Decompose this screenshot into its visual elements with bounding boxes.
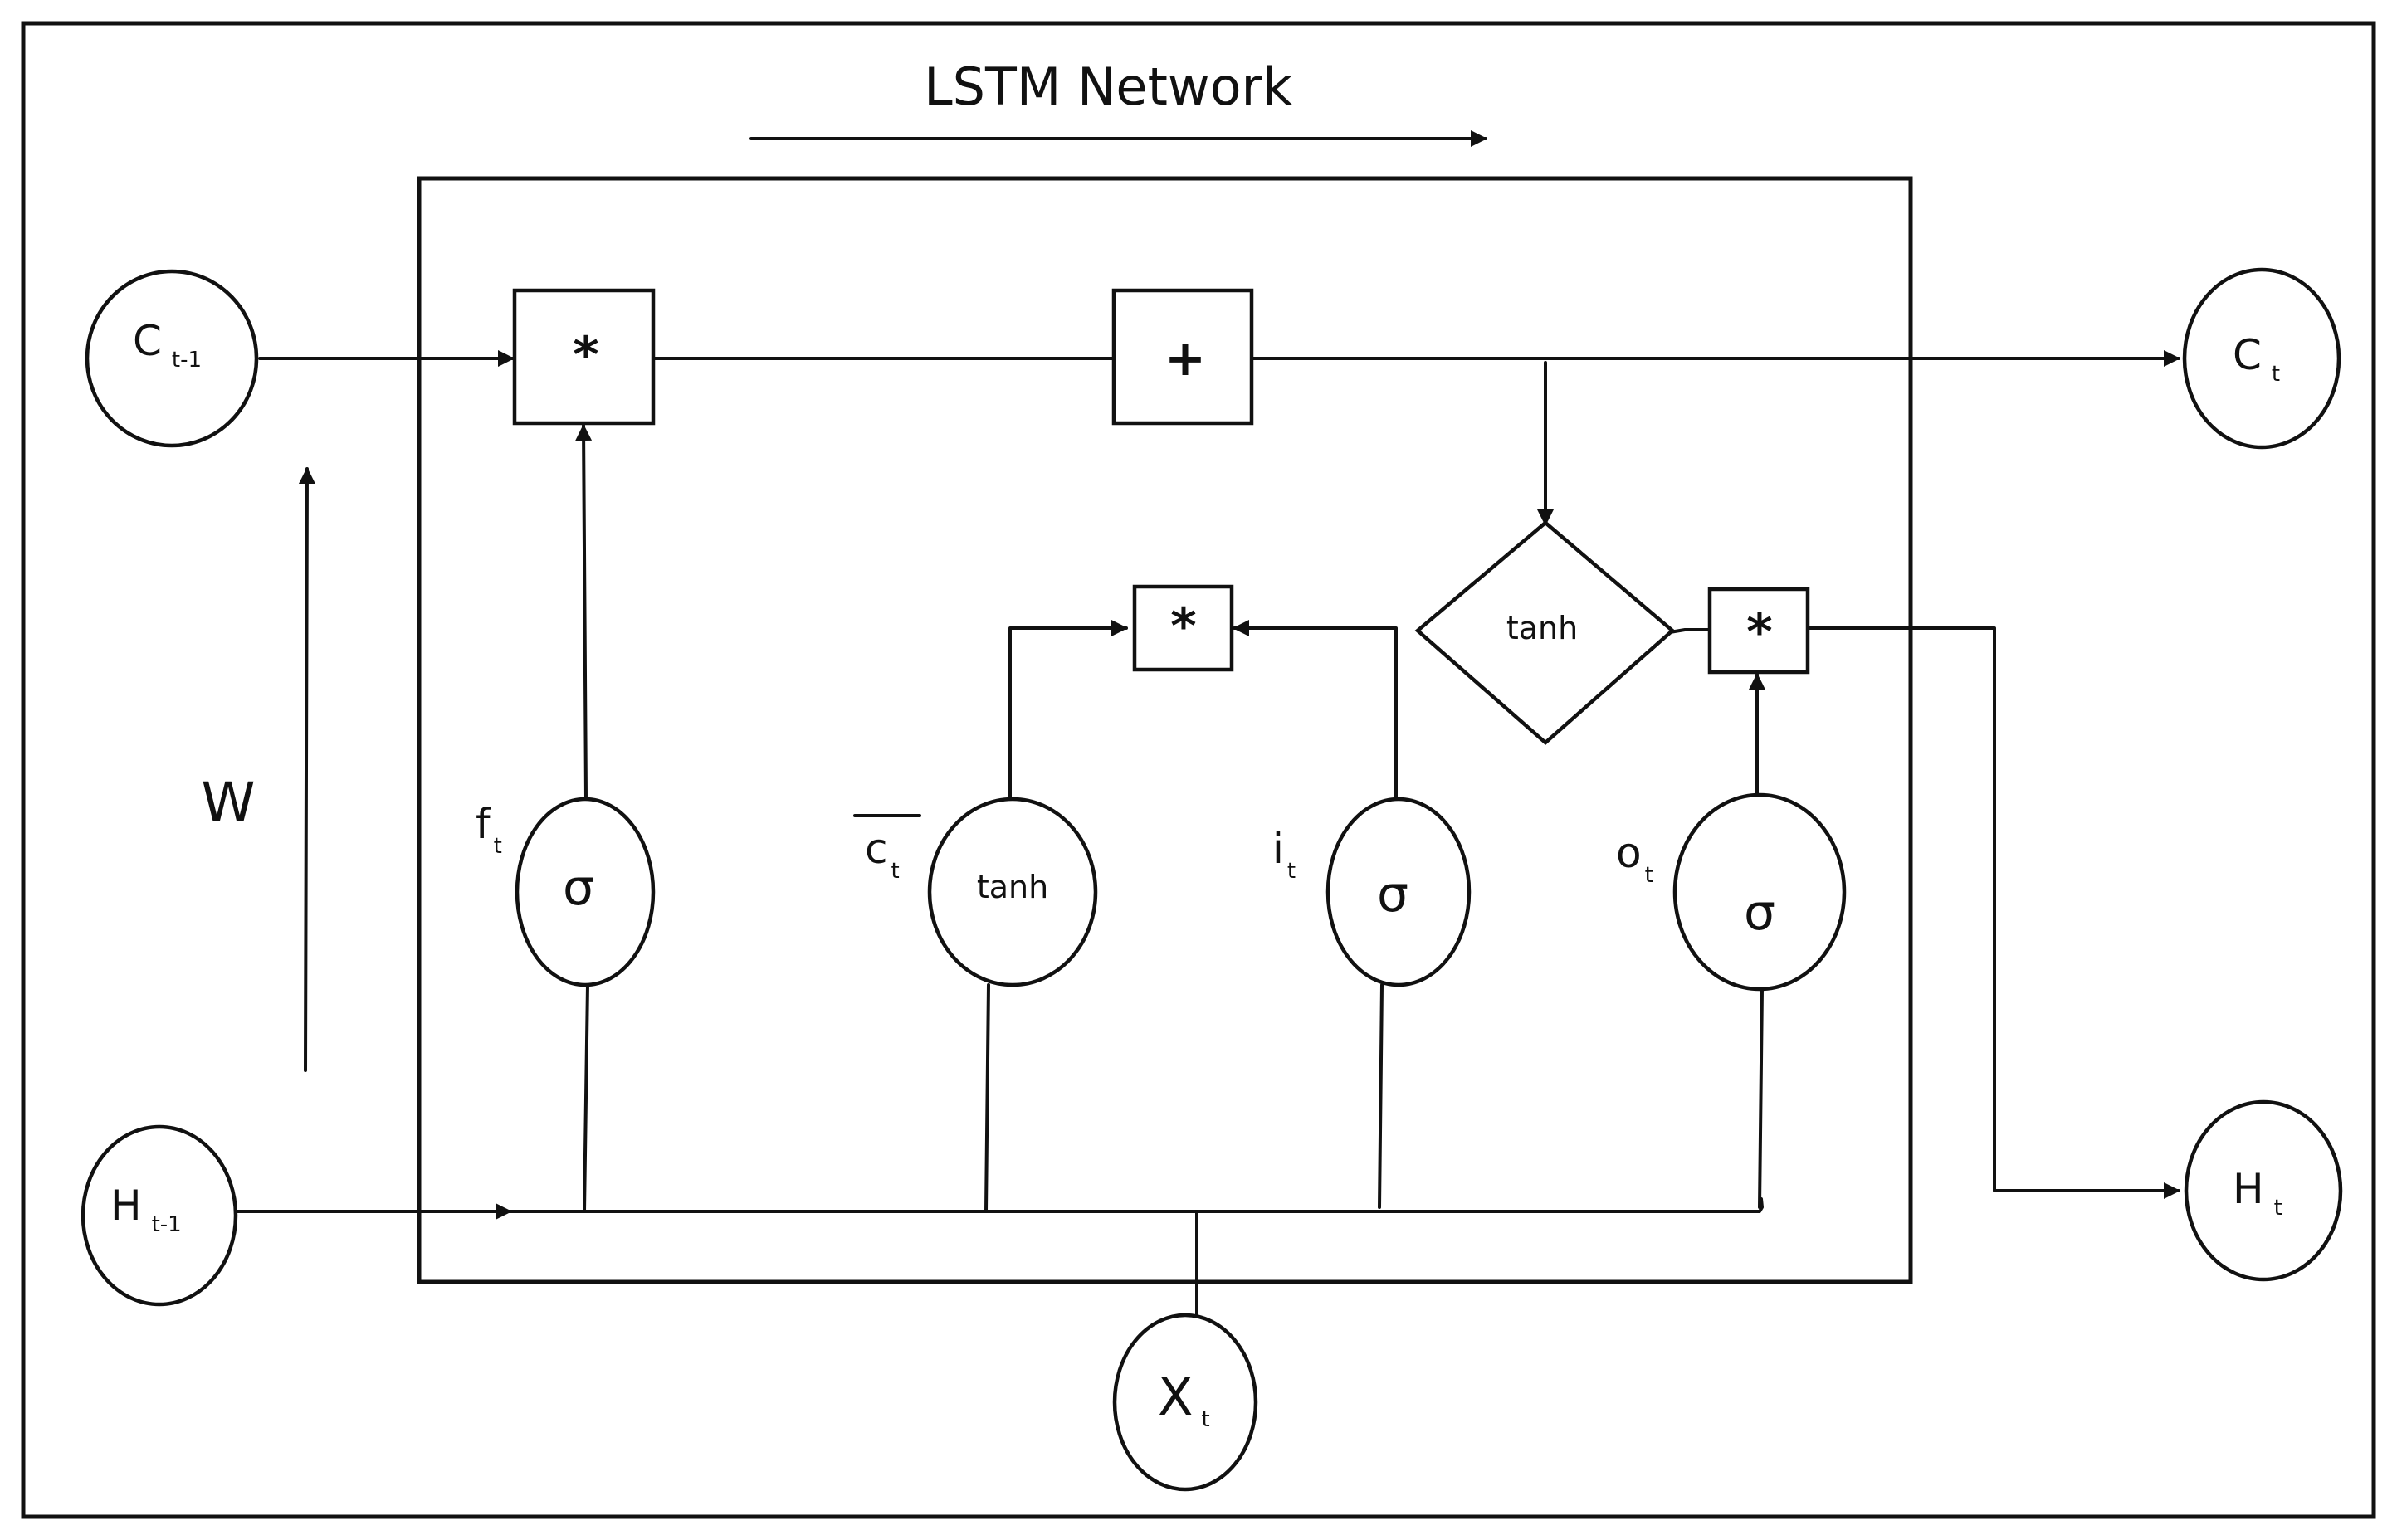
- forget-mult-symbol: *: [573, 326, 598, 384]
- cell-tanh-label: tanh: [1506, 610, 1578, 646]
- output-mult-symbol: *: [1746, 603, 1772, 661]
- weight-arrow: [298, 467, 315, 1072]
- connector-output-mult-to-ht: [1804, 626, 2180, 1199]
- bus-to-input-gate: [1378, 983, 1384, 1209]
- connector-tanh-to-output-mult: [1668, 628, 1711, 634]
- input-gate-fn: σ: [1377, 865, 1408, 924]
- forget-mult-node: *: [512, 288, 656, 426]
- candidate-gate-fn: tanh: [977, 869, 1048, 905]
- add-symbol: +: [1164, 329, 1206, 387]
- weight-label: W: [201, 771, 255, 835]
- hidden-bus: [500, 1197, 1764, 1213]
- input-mult-symbol: *: [1170, 597, 1196, 655]
- bus-to-forget-gate: [583, 983, 589, 1213]
- cell-tanh-node: tanh: [1414, 520, 1676, 745]
- output-mult-node: *: [1707, 587, 1810, 675]
- input-mult-node: *: [1132, 584, 1234, 672]
- diagram-title: LSTM Network: [924, 56, 1292, 117]
- add-node: +: [1111, 288, 1254, 426]
- outer-frame: [21, 21, 2376, 1519]
- output-gate-fn: σ: [1744, 884, 1775, 942]
- bus-to-candidate: [984, 983, 990, 1213]
- bus-to-output-gate: [1758, 987, 1764, 1209]
- connector-forget-gate-up: [575, 424, 593, 800]
- forget-gate-fn: σ: [563, 859, 594, 917]
- connector-candidate-to-input-mult: [1008, 620, 1128, 800]
- connector-input-gate-to-input-mult: [1233, 620, 1398, 800]
- lstm-cell-box: [417, 176, 1913, 1284]
